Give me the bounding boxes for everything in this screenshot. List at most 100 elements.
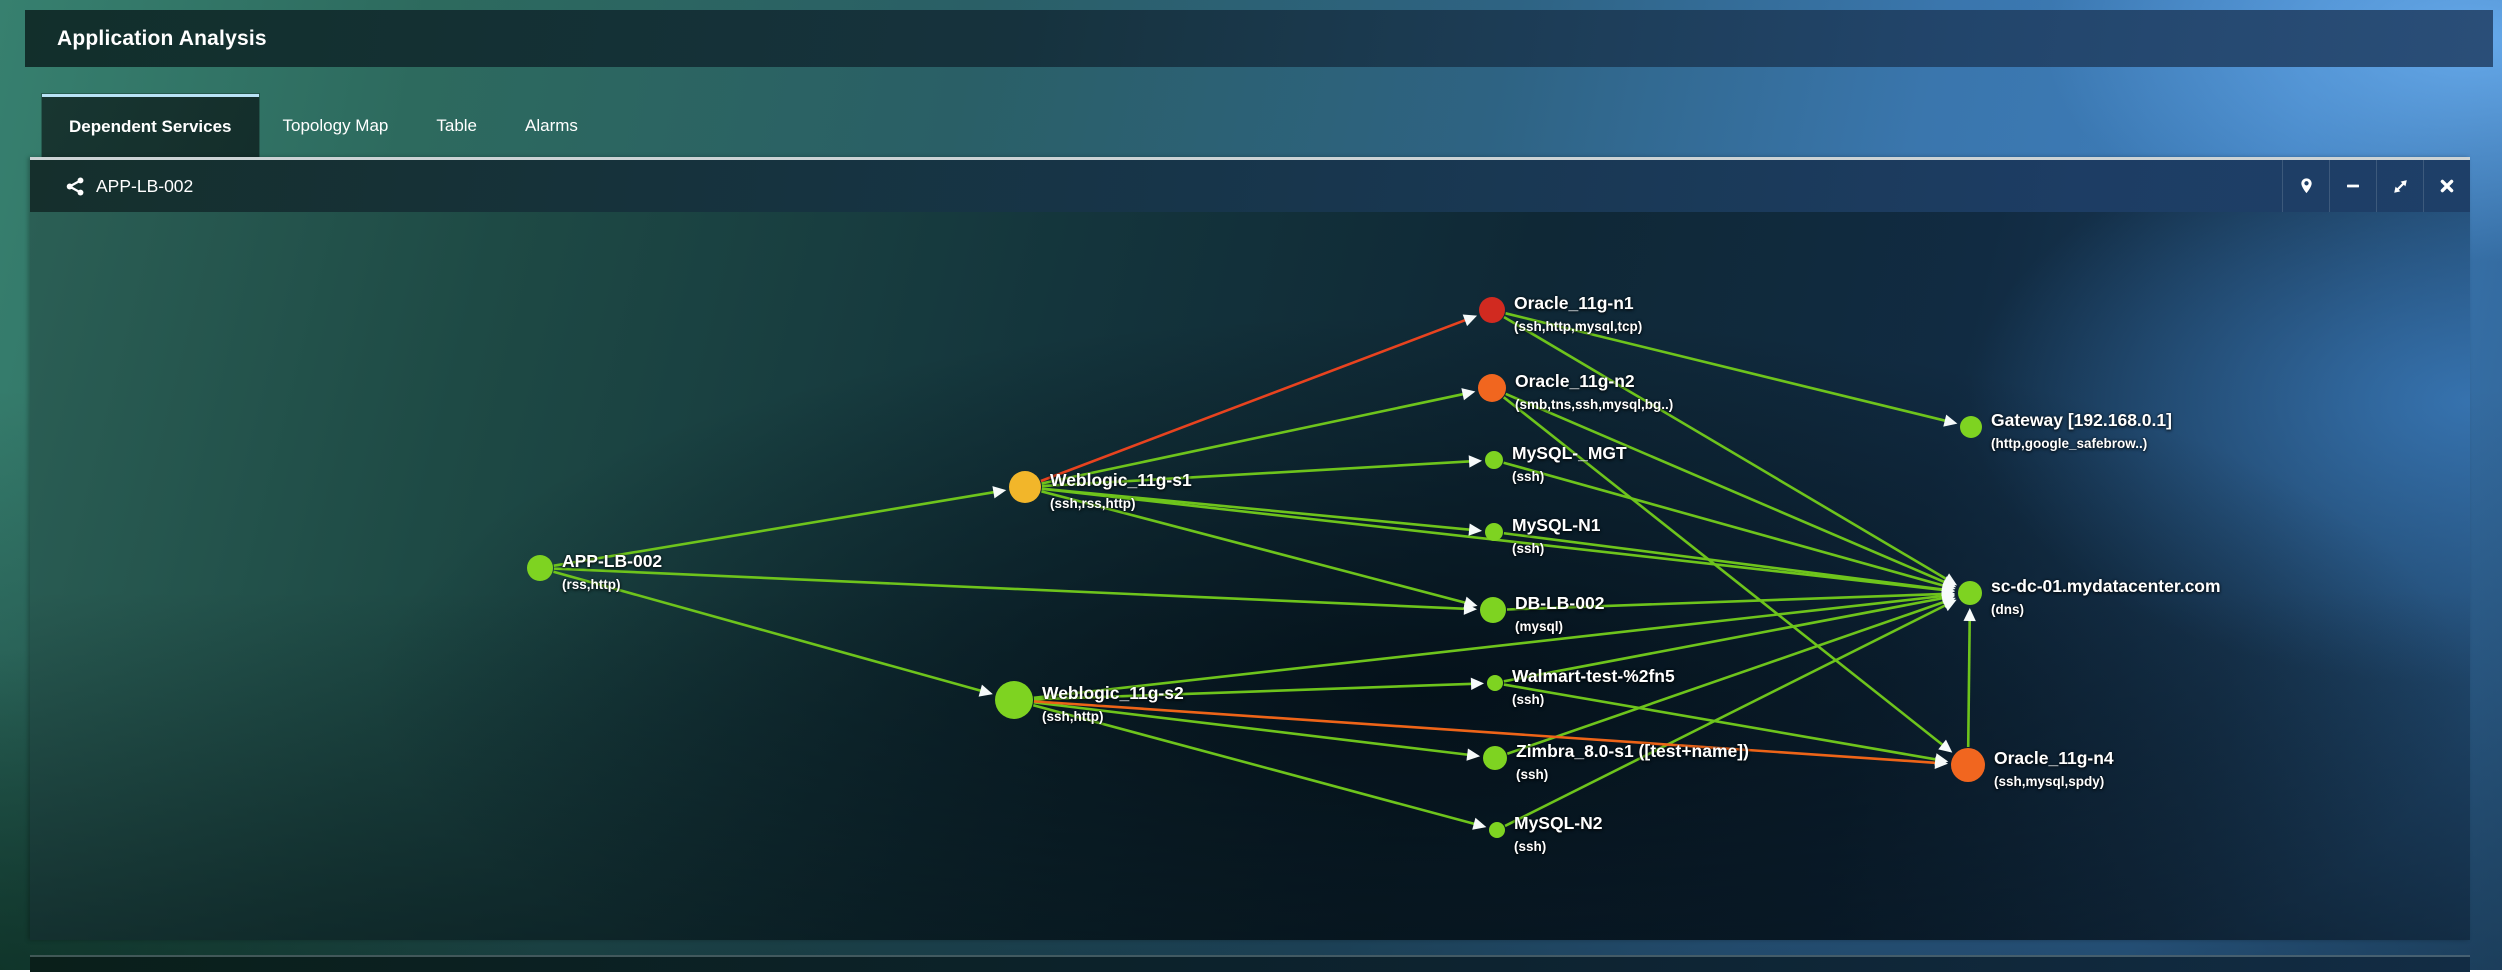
edge-app-s1 [553,490,996,567]
edge-s1-mn1 [1041,487,1472,532]
node-n1[interactable] [1479,297,1505,323]
node-walmart[interactable] [1487,675,1503,691]
node-n4[interactable] [1951,748,1985,782]
node-zimbra[interactable] [1483,746,1507,770]
expand-button[interactable] [2376,160,2423,212]
tab-label: Table [436,115,477,135]
tab-dependent-services[interactable]: Dependent Services [42,94,259,157]
edge-dblb-scdc [1506,592,1945,611]
arrowhead-n4-scdc [1963,607,1976,622]
dependency-map-canvas[interactable]: APP-LB-002 (rss,http) Weblogic_11g-s1 (ssh,… [30,212,2470,940]
node-sublabel-n2: (smb,tns,ssh,mysql,bg..) [1515,397,1673,412]
node-sublabel-dblb: (mysql) [1515,619,1563,634]
expand-icon [2392,178,2409,195]
node-s2[interactable] [995,681,1033,719]
node-label-mn2: MySQL-N2 [1514,813,1603,833]
arrowhead-n1-gw [1943,414,1958,427]
arrowhead-app-s1 [992,486,1007,499]
node-dblb[interactable] [1480,597,1506,623]
minimize-icon [2345,178,2361,194]
node-gw[interactable] [1960,416,1982,438]
edge-walmart-n4 [1503,683,1938,761]
arrowhead-app-s2 [978,684,993,697]
node-app[interactable] [527,555,553,581]
node-mn1[interactable] [1485,523,1503,541]
node-label-n1: Oracle_11g-n1 [1514,293,1634,313]
edge-s1-dblb [1041,490,1468,605]
arrowhead-s1-n2 [1461,388,1476,401]
arrowhead-s1-n1 [1462,314,1478,327]
arrowhead-s1-dblb [1463,596,1478,609]
pin-button[interactable] [2282,160,2329,212]
tab-label: Alarms [525,115,578,135]
node-sublabel-s2: (ssh,http) [1042,709,1104,724]
node-sublabel-zimbra: (ssh) [1516,767,1548,782]
node-label-zimbra: Zimbra_8.0-s1 ([test+name]) [1516,741,1749,761]
widget-header-left: APP-LB-002 [30,176,2282,197]
node-sublabel-mn2: (ssh) [1514,839,1546,854]
arrowhead-n2-n4 [1938,739,1953,753]
widget-title: APP-LB-002 [96,175,194,196]
next-widget-header-peek [30,955,2470,972]
edge-app-dblb [553,567,1467,611]
edge-s2-n4 [1033,700,1938,765]
widget-header: APP-LB-002 [30,160,2470,212]
arrowhead-s2-walmart [1470,677,1485,691]
node-n2[interactable] [1478,374,1506,402]
close-icon [2439,178,2455,194]
dependency-graph: APP-LB-002 (rss,http) Weblogic_11g-s1 (ssh,… [527,293,2221,854]
tab-alarms[interactable]: Alarms [501,94,602,157]
edge-mn1-scdc [1503,531,1945,591]
edge-s1-n2 [1041,392,1465,485]
node-label-mgt: MySQL-_MGT [1512,443,1627,463]
arrowhead-s1-mgt [1468,455,1483,468]
node-label-s1: Weblogic_11g-s1 [1050,470,1192,490]
arrowhead-s2-n4 [1934,756,1949,769]
edge-zimbra-scdc [1506,600,1946,755]
tab-label: Dependent Services [69,117,232,136]
node-layer [527,297,1985,838]
arrowhead-layer [978,314,1976,830]
edge-s2-zimbra [1033,701,1470,757]
node-sublabel-app: (rss,http) [562,577,621,592]
node-mgt[interactable] [1485,451,1503,469]
close-button[interactable] [2423,160,2470,212]
tab-table[interactable]: Table [412,94,501,157]
edge-s2-scdc [1033,594,1945,700]
node-sublabel-gw: (http,google_safebrow..) [1991,436,2147,451]
node-scdc[interactable] [1958,581,1982,605]
tab-label: Topology Map [282,115,389,135]
node-sublabel-mn1: (ssh) [1512,541,1544,556]
edge-s1-n1 [1040,318,1468,483]
node-sublabel-scdc: (dns) [1991,602,2024,617]
edge-n1-scdc [1503,316,1949,581]
node-label-n4: Oracle_11g-n4 [1994,748,2114,768]
edge-n2-scdc [1505,392,1947,584]
share-icon[interactable] [66,176,85,196]
node-sublabel-s1: (ssh,rss,http) [1050,496,1136,511]
node-sublabel-n4: (ssh,mysql,spdy) [1994,774,2104,789]
node-sublabel-walmart: (ssh) [1512,692,1544,707]
edge-layer [553,312,1971,828]
node-label-app: APP-LB-002 [562,551,662,571]
edge-s2-walmart [1033,682,1474,701]
node-label-n2: Oracle_11g-n2 [1515,371,1635,391]
edge-mn2-scdc [1504,603,1948,828]
node-label-mn1: MySQL-N1 [1512,515,1601,535]
edge-mgt-scdc [1503,461,1946,588]
widget-panel: APP-LB-002 APP-LB-002 (rss,http) Weblogic_… [30,157,2470,940]
node-s1[interactable] [1009,471,1041,503]
edge-n4-scdc [1966,618,1971,748]
minimize-button[interactable] [2329,160,2376,212]
pin-icon [2299,177,2314,195]
widget-header-actions [2282,160,2470,212]
edge-app-s2 [553,570,983,693]
edge-s2-mn2 [1032,703,1477,826]
arrowhead-s2-zimbra [1466,748,1481,761]
node-label-walmart: Walmart-test-%2fn5 [1512,666,1675,686]
tab-topology-map[interactable]: Topology Map [259,94,413,157]
window-titlebar: Application Analysis [25,10,2493,67]
node-mn2[interactable] [1489,822,1505,838]
node-label-scdc: sc-dc-01.mydatacenter.com [1991,576,2221,596]
